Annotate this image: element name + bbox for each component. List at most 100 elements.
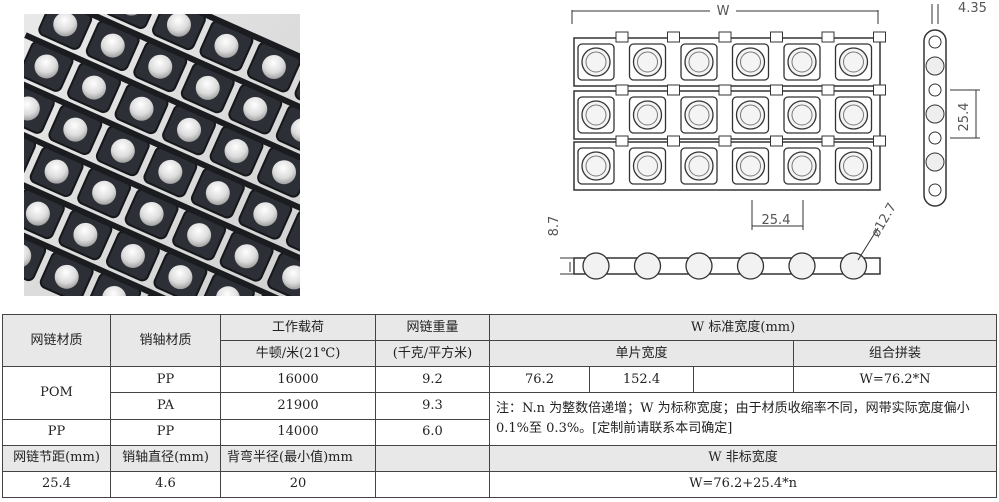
side-profile (923, 29, 947, 207)
cell-width-2: 152.4 (589, 366, 694, 394)
belt-module (24, 125, 37, 176)
drawing-svg: W 4.35 25.4 25.4 8.7 ø12.7 (547, 1, 987, 280)
hinge-tab (770, 31, 783, 43)
bottom-ball (736, 252, 765, 280)
belt-ball (187, 223, 212, 248)
cell-empty (375, 444, 490, 472)
hinge-tab (615, 135, 629, 147)
belt-module (104, 14, 159, 29)
belt-ball (214, 33, 239, 58)
belt-module (285, 209, 300, 261)
belt-ball (168, 265, 193, 290)
hinge-tab (615, 31, 629, 43)
belt-hinge (24, 74, 300, 243)
belt-ball (129, 96, 154, 121)
ball-inner (585, 155, 607, 177)
hinge-tab (718, 84, 732, 96)
ball-inner (791, 51, 813, 73)
hinge-tab (821, 84, 835, 96)
cell-pin: PA (110, 392, 221, 420)
belt-hinge (24, 116, 300, 285)
side-pin (928, 83, 942, 97)
side-ball (925, 152, 945, 172)
module-row (573, 141, 881, 191)
cell-pin: PP (110, 366, 221, 394)
cell-bend-radius: 20 (220, 470, 376, 499)
cell-pin-diameter: 4.6 (110, 470, 221, 499)
cell-weight: 9.3 (375, 392, 490, 420)
header-pin-diameter: 销轴直径(mm) (110, 444, 221, 472)
belt-ball (63, 117, 88, 142)
belt-hinge (61, 14, 300, 117)
header-single-width: 单片宽度 (489, 340, 794, 368)
hinge-tab (821, 31, 835, 43)
belt-ball (25, 201, 50, 226)
side-view (923, 4, 980, 207)
cell-width-3 (693, 366, 794, 394)
cell-width-1: 76.2 (489, 366, 590, 394)
hinge-tab (873, 84, 886, 96)
belt-hinge (24, 158, 300, 296)
dim-pitch-horizontal-label: 25.4 (762, 213, 791, 228)
ball-inner (740, 155, 761, 177)
cell-mesh-pp: PP (2, 418, 111, 446)
header-weight-unit: (千克/平方米) (375, 340, 490, 368)
bottom-profile (573, 257, 881, 275)
belt-ball (290, 118, 300, 143)
ball-inner (843, 155, 864, 177)
cell-load: 21900 (220, 392, 376, 420)
hinge-tab (615, 84, 629, 96)
ball-inner (637, 104, 658, 126)
belt-photo-image (24, 14, 300, 296)
belt-ball (73, 222, 98, 247)
belt-ball (34, 54, 59, 79)
belt-ball (120, 243, 145, 268)
belt-ball (102, 285, 127, 296)
cell-load: 14000 (220, 418, 376, 446)
top-view (571, 10, 886, 230)
belt-ball (92, 180, 117, 205)
bottom-view (560, 227, 881, 280)
cell-weight: 9.2 (375, 366, 490, 394)
ball-inner (740, 104, 761, 126)
belt-ball (234, 244, 259, 269)
bottom-ball (839, 252, 868, 280)
ball-inner (585, 104, 607, 126)
hinge-tab (873, 135, 886, 147)
ball-inner (688, 51, 710, 73)
header-pitch: 网链节距(mm) (2, 444, 111, 472)
hinge-tab (770, 84, 783, 96)
hinge-tab (718, 135, 732, 147)
bottom-ball (685, 252, 713, 280)
dim-width-label: W (717, 4, 730, 19)
ball-inner (843, 51, 864, 73)
ball-inner (843, 104, 864, 126)
belt-ball (215, 286, 240, 296)
cell-weight: 6.0 (375, 418, 490, 446)
side-pin (928, 183, 942, 197)
cell-mesh-pom: POM (2, 366, 111, 420)
belt-ball (243, 97, 268, 122)
belt-ball (82, 75, 107, 100)
ball-inner (791, 104, 813, 126)
belt-ball (24, 96, 40, 121)
belt-ball (224, 139, 249, 164)
header-work-load-unit: 牛顿/米(21℃) (220, 340, 376, 368)
belt-ball (100, 33, 125, 58)
side-pin (928, 131, 942, 145)
belt-module (275, 104, 300, 156)
ball-inner (688, 155, 710, 177)
belt-hinge (42, 14, 300, 159)
header-mesh-material: 网链材质 (2, 313, 111, 368)
dim-height-label: 8.7 (547, 216, 562, 237)
belt-ball (282, 265, 300, 290)
belt-hinge (24, 32, 300, 201)
belt-ball (54, 264, 79, 289)
hinge-tab (770, 135, 783, 147)
dim-ball-label: ø12.7 (868, 201, 899, 240)
side-pin (928, 35, 942, 49)
cell-load: 16000 (220, 366, 376, 394)
dim-line (857, 227, 879, 261)
dim-thickness-label: 4.35 (958, 1, 987, 16)
note-cell: 注：N.n 为整数倍递增；W 为标称宽度；由于材质收缩率不同，网带实际宽度偏小 … (488, 392, 998, 446)
